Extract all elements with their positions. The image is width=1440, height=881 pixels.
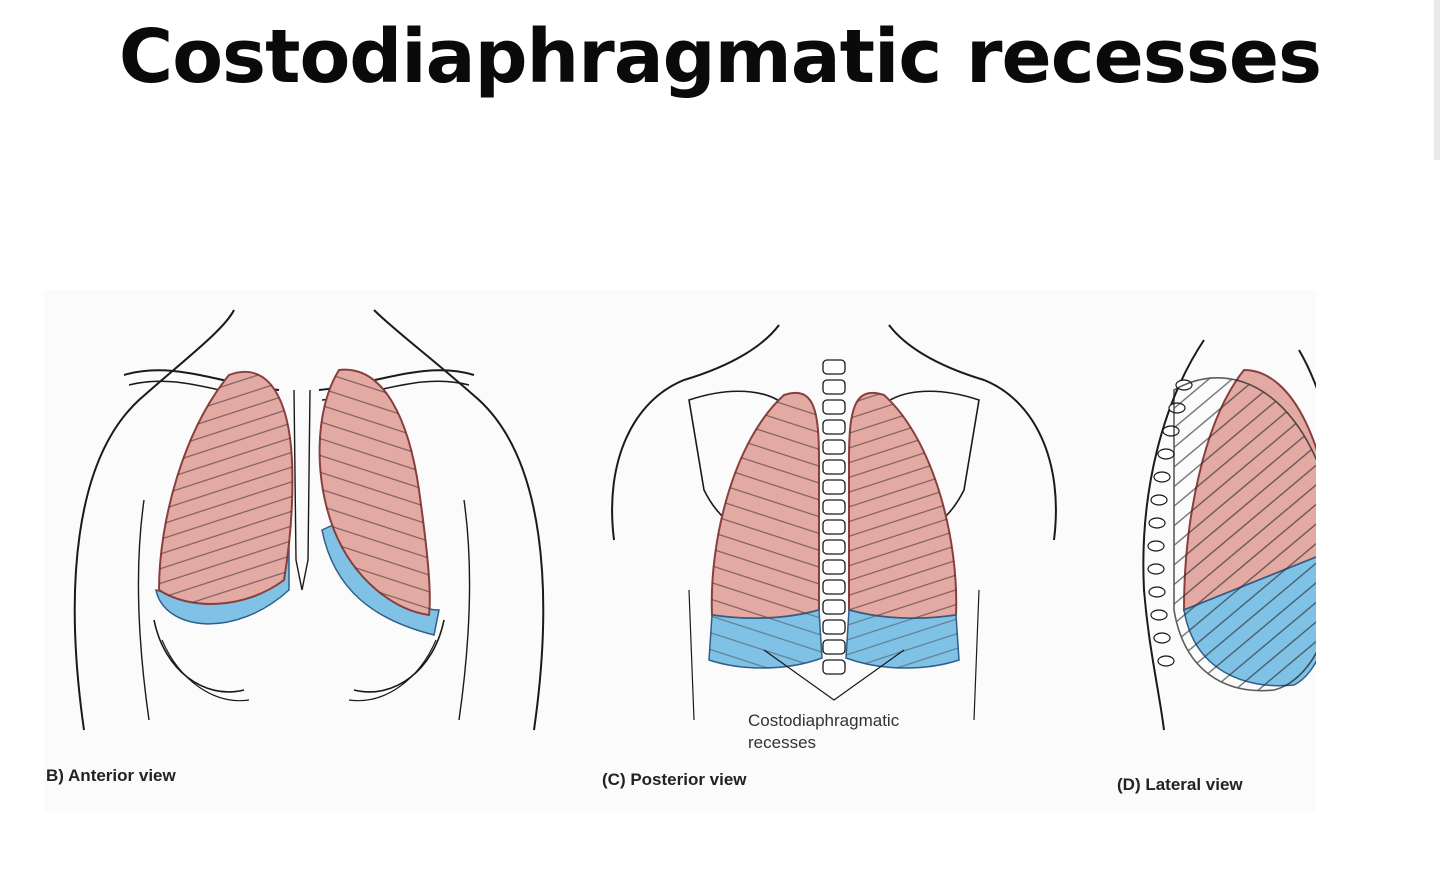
lateral-view-drawing xyxy=(1142,339,1316,731)
caption-anterior-view: B) Anterior view xyxy=(46,766,176,785)
recess-callout-line1: Costodiaphragmatic xyxy=(748,711,900,730)
recess-callout-line2: recesses xyxy=(748,733,817,752)
caption-posterior-view: (C) Posterior view xyxy=(602,770,747,789)
slide-title: Costodiaphragmatic recesses xyxy=(118,14,1322,100)
window-edge xyxy=(1434,0,1440,160)
recess-callout: Costodiaphragmatic recesses xyxy=(748,710,899,754)
anterior-view-drawing xyxy=(73,309,545,731)
anatomy-illustration xyxy=(73,309,1316,731)
caption-lateral-view: (D) Lateral view xyxy=(1117,775,1243,794)
anatomy-figure: B) Anterior view (C) Posterior view (D) … xyxy=(44,290,1316,812)
posterior-view-drawing xyxy=(611,324,1057,721)
